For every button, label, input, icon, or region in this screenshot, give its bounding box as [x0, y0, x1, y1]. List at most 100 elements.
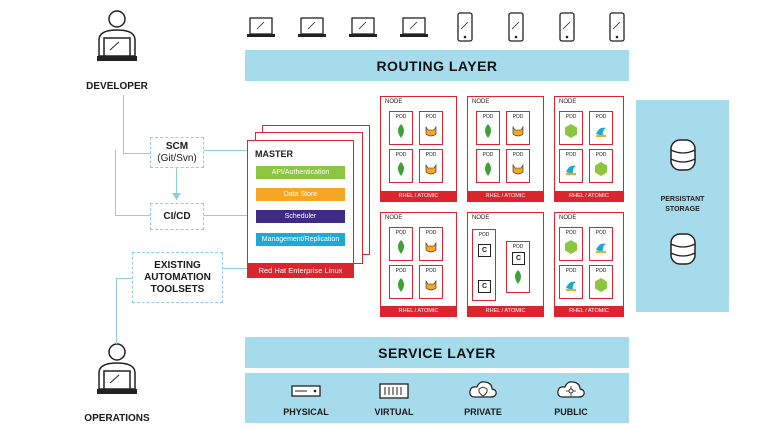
virtual-server-icon: [379, 383, 409, 399]
node-footer: RHEL / ATOMIC: [381, 306, 456, 316]
pod-label: POD: [565, 268, 577, 274]
pod-label: POD: [595, 230, 607, 236]
toolsets-master-connector: [221, 268, 247, 269]
pod-tomcat: POD: [419, 265, 443, 299]
pod-label: POD: [512, 152, 524, 158]
pod-label: POD: [478, 232, 490, 238]
scm-box: SCM (Git/Svn): [150, 137, 204, 168]
arrow-down-icon: [172, 193, 181, 200]
node-title: NODE: [385, 99, 403, 105]
node-footer: RHEL / ATOMIC: [555, 191, 623, 201]
database-icon: [670, 139, 696, 171]
operations-figure-icon: [97, 343, 137, 394]
operations-label: OPERATIONS: [84, 413, 150, 424]
pod-label: POD: [425, 114, 437, 120]
container-box: C: [478, 280, 491, 293]
laptop-icon: [400, 17, 428, 37]
cicd-label: CI/CD: [163, 210, 191, 222]
pod-mongodb: POD: [389, 111, 413, 145]
mongodb-leaf-icon: [398, 124, 404, 138]
pod-label: POD: [482, 152, 494, 158]
routing-layer: ROUTING LAYER: [245, 50, 629, 81]
mysql-dolphin-icon: [566, 281, 576, 291]
pod-label: POD: [565, 230, 577, 236]
pod-tomcat: POD: [506, 111, 530, 145]
pod-mongodb: POD: [389, 149, 413, 183]
api-auth-component: API/Authentication: [256, 166, 345, 179]
toolsets-label-2: AUTOMATION: [144, 271, 211, 283]
phone-icon: [559, 12, 575, 42]
laptop-icon: [349, 17, 377, 37]
nodejs-hexagon-icon: [565, 240, 577, 254]
nodejs-hexagon-icon: [565, 124, 577, 138]
node-footer: RHEL / ATOMIC: [468, 191, 543, 201]
toolsets-connector: [116, 278, 132, 279]
developer-connector: [123, 95, 124, 153]
node-3: NODE POD POD POD POD RHEL / ATOMIC: [554, 96, 624, 202]
toolsets-label-3: TOOLSETS: [150, 283, 205, 295]
tomcat-icon: [425, 126, 437, 137]
toolsets-label-1: EXISTING: [154, 259, 201, 271]
mongodb-leaf-icon: [398, 278, 404, 292]
master-title: MASTER: [255, 149, 293, 159]
toolsets-box: EXISTING AUTOMATION TOOLSETS: [132, 252, 223, 303]
nodejs-hexagon-icon: [595, 162, 607, 176]
pod-nodejs: POD: [559, 227, 583, 261]
phone-icon: [609, 12, 625, 42]
pod-label: POD: [482, 114, 494, 120]
container-box: C: [478, 244, 491, 257]
cicd-left-connector: [115, 215, 150, 216]
public-cloud-icon: [557, 381, 585, 398]
pod-label: POD: [425, 152, 437, 158]
private-label: PRIVATE: [464, 407, 502, 417]
master-box: MASTER API/Authentication Data Store Sch…: [247, 140, 354, 278]
node-footer: RHEL / ATOMIC: [468, 306, 543, 316]
cicd-master-connector: [202, 215, 247, 216]
routing-layer-label: ROUTING LAYER: [376, 57, 498, 74]
pod-mysql: POD: [589, 111, 613, 145]
pod-container-mongodb: POD C: [506, 241, 530, 293]
phone-icon: [508, 12, 524, 42]
mongodb-leaf-icon: [485, 124, 491, 138]
laptop-icon: [247, 17, 275, 37]
pod-label: POD: [565, 114, 577, 120]
node-2: NODE POD POD POD POD RHEL / ATOMIC: [467, 96, 544, 202]
node-1: NODE POD POD POD POD RHEL / ATOMIC: [380, 96, 457, 202]
pod-tomcat: POD: [419, 227, 443, 261]
storage-label-2: STORAGE: [665, 206, 700, 213]
tomcat-icon: [512, 164, 524, 175]
node-title: NODE: [385, 215, 403, 221]
storage-label-1: PERSISTANT: [660, 196, 705, 203]
service-layer-label: SERVICE LAYER: [378, 344, 496, 361]
pod-label: POD: [395, 268, 407, 274]
scm-cicd-connector: [176, 166, 177, 200]
service-layer: SERVICE LAYER: [245, 337, 629, 368]
node-4: NODE POD POD POD POD RHEL / ATOMIC: [380, 212, 457, 317]
mysql-dolphin-icon: [566, 165, 576, 175]
mysql-dolphin-icon: [596, 243, 606, 253]
node-footer: RHEL / ATOMIC: [555, 306, 623, 316]
server-icon: [291, 385, 321, 397]
node-title: NODE: [559, 99, 577, 105]
pod-tomcat: POD: [506, 149, 530, 183]
scheduler-component: Scheduler: [256, 210, 345, 223]
pod-label: POD: [595, 268, 607, 274]
master-footer: Red Hat Enterprise Linux: [248, 263, 353, 277]
pod-tomcat: POD: [419, 149, 443, 183]
infrastructure-bar: PHYSICAL VIRTUAL PRIVATE PUBLIC: [245, 373, 629, 423]
pod-label: POD: [425, 268, 437, 274]
management-replication-component: Management/Replication: [256, 233, 345, 246]
mongodb-leaf-icon: [515, 270, 521, 284]
mongodb-leaf-icon: [485, 162, 491, 176]
node-footer: RHEL / ATOMIC: [381, 191, 456, 201]
pod-label: POD: [595, 152, 607, 158]
scm-master-connector: [202, 150, 247, 151]
developer-figure-icon: [97, 10, 137, 61]
private-cloud-icon: [469, 381, 497, 398]
public-label: PUBLIC: [554, 407, 588, 417]
pod-mysql: POD: [589, 227, 613, 261]
scm-sublabel: (Git/Svn): [157, 152, 197, 164]
pod-containers: POD C C: [472, 229, 496, 301]
developer-label: DEVELOPER: [86, 81, 148, 92]
physical-label: PHYSICAL: [283, 407, 329, 417]
